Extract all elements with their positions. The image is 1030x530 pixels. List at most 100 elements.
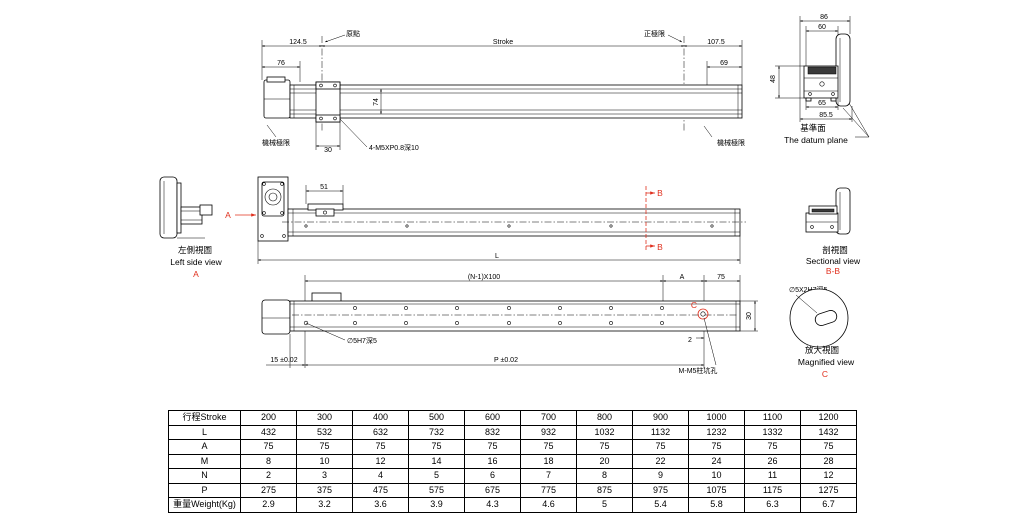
- slot-hole: [700, 311, 706, 317]
- pitch-label: (N-1)X100: [468, 274, 500, 281]
- spec-cell: 1032: [576, 424, 633, 440]
- spec-cell: 18: [520, 453, 577, 469]
- spec-cell: 1075: [688, 482, 745, 498]
- spec-cell: 875: [576, 482, 633, 498]
- spec-cell: 8: [240, 453, 297, 469]
- carriage-hole: [323, 210, 327, 215]
- spec-cell: 28: [800, 453, 857, 469]
- section-view: 剖視圖 Sectional view B-B: [805, 187, 861, 276]
- dim-60: 60: [818, 24, 826, 31]
- rail-hole: [304, 224, 308, 228]
- spec-row-label: 行程Stroke: [168, 410, 241, 426]
- leader-line: [305, 322, 346, 341]
- spec-cell: 1232: [688, 424, 745, 440]
- spec-cell: 75: [240, 439, 297, 455]
- positive-limit-label: 正極限: [644, 29, 665, 38]
- mech-limit-left: 機械極限: [262, 138, 290, 147]
- rail-hole: [507, 224, 511, 228]
- rail-hole: [405, 224, 409, 228]
- spec-cell: 6.7: [800, 497, 857, 513]
- spec-cell: 5.8: [688, 497, 745, 513]
- rail-hole: [609, 224, 613, 228]
- spec-cell: 9: [632, 468, 689, 484]
- spec-cell: 6.3: [744, 497, 801, 513]
- spec-cell: 3.9: [408, 497, 465, 513]
- dim-motor: 76: [277, 60, 285, 67]
- leader-line: [339, 118, 368, 148]
- spec-cell: 275: [240, 482, 297, 498]
- spec-cell: 12: [352, 453, 409, 469]
- motor-cap: [266, 76, 286, 83]
- spec-cell: 5: [408, 468, 465, 484]
- spec-cell: 3.6: [352, 497, 409, 513]
- dim-86: 86: [820, 14, 828, 21]
- carriage-strip: [811, 208, 835, 213]
- spec-row-label: A: [168, 439, 241, 455]
- mounting-hole: [831, 92, 835, 96]
- spec-cell: 300: [296, 410, 353, 426]
- mounting-hole: [280, 211, 284, 215]
- spec-row-label: M: [168, 453, 241, 469]
- detail-circle: [697, 308, 709, 320]
- spec-cell: 4: [352, 468, 409, 484]
- spec-cell: 14: [408, 453, 465, 469]
- spec-cell: 975: [632, 482, 689, 498]
- dim-65: 65: [818, 100, 826, 107]
- counterbore-note: M-M5柱坑孔: [679, 366, 718, 375]
- spec-cell: 575: [408, 482, 465, 498]
- mounting-hole: [558, 321, 562, 325]
- top-view: 124.5 Stroke 107.5 76 69 原點 正極限 7: [261, 29, 745, 154]
- spec-cell: 932: [520, 424, 577, 440]
- spec-cell: 1100: [744, 410, 801, 426]
- rail-body: [287, 208, 741, 237]
- mounting-hole: [353, 306, 357, 310]
- leader-line: [795, 294, 818, 314]
- carriage-top-strip: [315, 81, 341, 90]
- left-side-view: 左側視圖 Left side view A: [159, 176, 223, 279]
- dim-75: 75: [717, 274, 725, 281]
- spec-cell: 1275: [800, 482, 857, 498]
- mounting-hole: [609, 306, 613, 310]
- rail-body: [289, 300, 741, 332]
- dim-30: 30: [746, 312, 753, 320]
- mounting-hole: [262, 182, 266, 186]
- mounting-hole: [262, 211, 266, 215]
- spec-cell: 20: [576, 453, 633, 469]
- left-side-title-en: Left side view: [170, 257, 222, 267]
- rail-body: [289, 84, 743, 119]
- rail-profile: [805, 212, 839, 233]
- spec-cell: 2: [240, 468, 297, 484]
- spec-cell: 75: [464, 439, 521, 455]
- mounting-hole: [319, 83, 323, 88]
- left-side-title-cn: 左側視圖: [178, 245, 212, 255]
- dim-end: 69: [720, 60, 728, 67]
- datum-label-en: The datum plane: [784, 135, 848, 145]
- spec-cell: 500: [408, 410, 465, 426]
- foot: [830, 97, 837, 102]
- spec-cell: 26: [744, 453, 801, 469]
- motor-shaft: [268, 192, 278, 202]
- motor-body: [159, 176, 178, 239]
- mounting-hole: [333, 116, 337, 121]
- front-view: A 51 B B: [225, 176, 746, 264]
- leader-line: [266, 124, 277, 138]
- spec-cell: 400: [352, 410, 409, 426]
- spec-cell: 16: [464, 453, 521, 469]
- mounting-hole: [455, 321, 459, 325]
- origin-label: 原點: [346, 29, 360, 38]
- spec-cell: 600: [464, 410, 521, 426]
- magnified-mark: C: [822, 369, 828, 379]
- spec-cell: 1000: [688, 410, 745, 426]
- dim-a: A: [680, 274, 685, 281]
- spec-cell: 75: [408, 439, 465, 455]
- spec-cell: 732: [408, 424, 465, 440]
- carriage-end: [199, 204, 213, 216]
- mounting-hole: [558, 306, 562, 310]
- dim-2: 2: [688, 337, 692, 344]
- section-mark: B-B: [826, 266, 841, 276]
